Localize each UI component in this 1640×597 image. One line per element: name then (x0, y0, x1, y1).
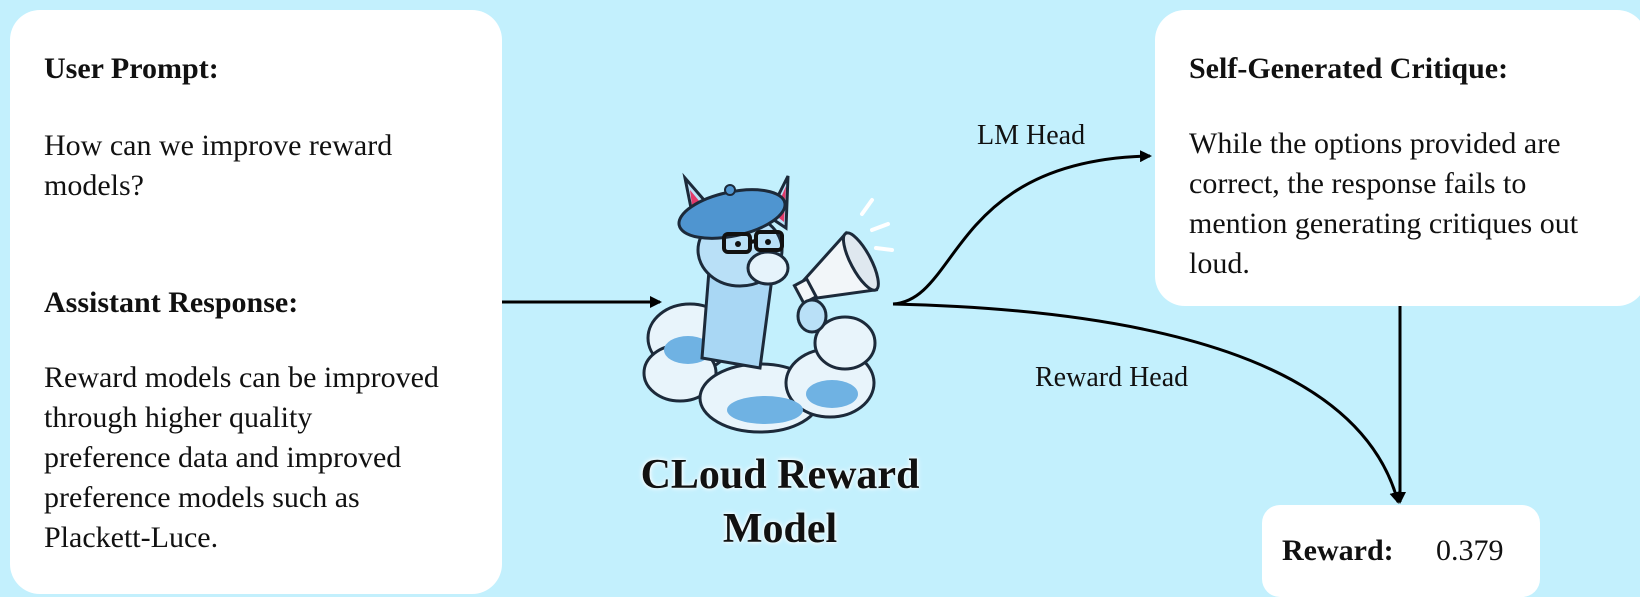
reward-box: Reward: 0.379 (1262, 505, 1540, 597)
lm-head-label: LM Head (977, 120, 1086, 151)
critique-text: While the options provided are correct, … (1189, 127, 1579, 280)
assistant-response-heading: Assistant Response: (44, 286, 299, 319)
lm-head-arrow (892, 150, 1152, 306)
user-prompt-heading: User Prompt: (44, 52, 219, 85)
critique-box: Self-Generated Critique: While the optio… (1155, 10, 1640, 306)
critique-heading: Self-Generated Critique: (1189, 52, 1509, 85)
assistant-response-text: Reward models can be improved through hi… (44, 361, 439, 554)
input-box: User Prompt: How can we improve reward m… (10, 10, 502, 594)
reward-value: 0.379 (1436, 534, 1504, 567)
user-prompt-text: How can we improve reward models? (44, 129, 393, 202)
llama-with-megaphone-icon (642, 172, 894, 434)
reward-head-label: Reward Head (1035, 362, 1189, 393)
reward-head-arrow (892, 302, 1402, 504)
reward-label: Reward: (1282, 534, 1394, 567)
model-title: CLoud Reward Model (640, 452, 920, 552)
